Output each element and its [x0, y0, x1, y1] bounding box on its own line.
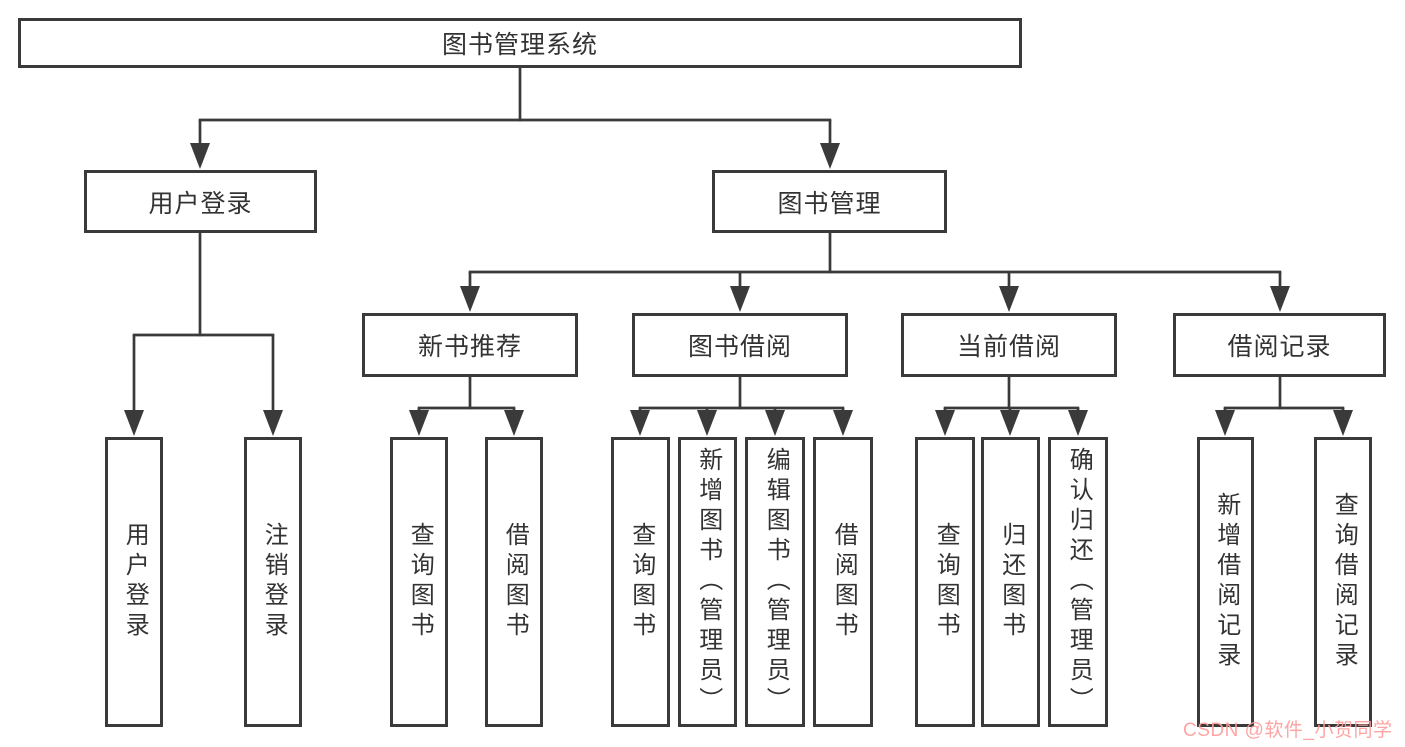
arrow-down-icon — [263, 410, 283, 436]
leaf-query-books-borrowing: 查询图书 — [611, 437, 670, 727]
arrow-down-icon — [190, 143, 210, 169]
arrow-down-icon — [124, 410, 144, 436]
arrow-down-icon — [1215, 410, 1235, 436]
leaf-return-books: 归还图书 — [981, 437, 1040, 727]
arrow-down-icon — [833, 410, 853, 436]
arrow-down-icon — [730, 286, 750, 312]
arrow-down-icon — [1000, 410, 1020, 436]
node-current-borrowing: 当前借阅 — [901, 313, 1117, 377]
leaf-borrow-books-recommend: 借阅图书 — [485, 437, 543, 727]
arrow-down-icon — [999, 286, 1019, 312]
leaf-add-borrow-record: 新增借阅记录 — [1197, 437, 1254, 727]
watermark: CSDN @软件_小贺同学 — [1183, 720, 1393, 741]
leaf-borrow-books-borrowing: 借阅图书 — [813, 437, 873, 727]
leaf-query-borrow-record: 查询借阅记录 — [1314, 437, 1372, 727]
node-root: 图书管理系统 — [18, 18, 1022, 68]
leaf-query-books-recommend: 查询图书 — [390, 437, 448, 727]
node-book-borrowing: 图书借阅 — [632, 313, 848, 377]
arrow-down-icon — [1333, 410, 1353, 436]
arrow-down-icon — [820, 143, 840, 169]
leaf-edit-books-admin: 编辑图书（管理员） — [745, 437, 805, 727]
arrow-down-icon — [630, 410, 650, 436]
leaf-query-books-current: 查询图书 — [915, 437, 975, 727]
leaf-user-login: 用户登录 — [105, 437, 163, 727]
arrow-down-icon — [1068, 410, 1088, 436]
node-book-management: 图书管理 — [712, 170, 947, 233]
node-user-login: 用户登录 — [84, 170, 317, 233]
node-new-book-recommendation: 新书推荐 — [362, 313, 578, 377]
arrow-down-icon — [935, 410, 955, 436]
arrow-down-icon — [1270, 286, 1290, 312]
leaf-add-books-admin: 新增图书（管理员） — [678, 437, 737, 727]
arrow-down-icon — [765, 410, 785, 436]
arrow-down-icon — [460, 286, 480, 312]
arrow-down-icon — [504, 410, 524, 436]
leaf-logout: 注销登录 — [244, 437, 302, 727]
arrow-down-icon — [697, 410, 717, 436]
node-borrowing-records: 借阅记录 — [1173, 313, 1386, 377]
arrow-down-icon — [409, 410, 429, 436]
leaf-confirm-return-admin: 确认归还（管理员） — [1048, 437, 1108, 727]
